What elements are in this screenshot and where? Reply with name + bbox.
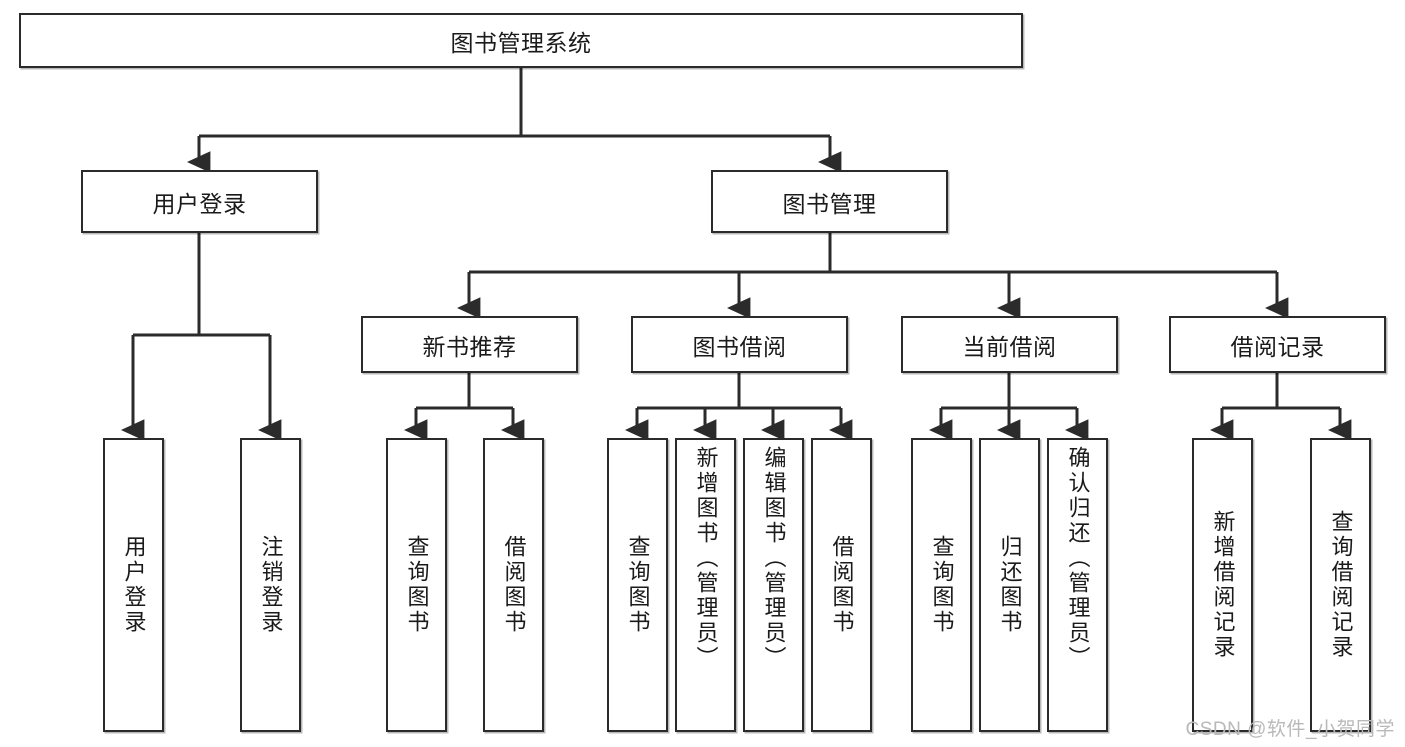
leaf-user-login[interactable]: 用户登录: [103, 438, 164, 732]
node-book-borrow[interactable]: 图书借阅: [631, 316, 848, 373]
leaf-query-book-borrow[interactable]: 查询图书: [607, 438, 668, 732]
leaf-query-book-recommend[interactable]: 查询图书: [386, 438, 447, 732]
leaf-query-book-current[interactable]: 查询图书: [911, 438, 972, 732]
leaf-add-book-admin[interactable]: 新增图书（管理员）: [675, 438, 736, 732]
watermark-text: CSDN @软件_小贺同学: [1185, 719, 1395, 740]
leaf-edit-book-admin[interactable]: 编辑图书（管理员）: [743, 438, 804, 732]
leaf-confirm-return-admin[interactable]: 确认归还（管理员）: [1047, 438, 1108, 732]
node-root-system[interactable]: 图书管理系统: [19, 13, 1023, 68]
node-new-book-recommend[interactable]: 新书推荐: [361, 316, 578, 373]
leaf-add-borrow-record[interactable]: 新增借阅记录: [1192, 438, 1253, 732]
node-current-borrow[interactable]: 当前借阅: [901, 316, 1118, 373]
leaf-return-book[interactable]: 归还图书: [979, 438, 1040, 732]
leaf-query-borrow-record[interactable]: 查询借阅记录: [1310, 438, 1371, 732]
leaf-borrow-book[interactable]: 借阅图书: [811, 438, 872, 732]
leaf-logout-login[interactable]: 注销登录: [240, 438, 301, 732]
node-book-management[interactable]: 图书管理: [711, 170, 948, 233]
node-user-login[interactable]: 用户登录: [81, 170, 318, 233]
node-borrow-record[interactable]: 借阅记录: [1169, 316, 1386, 373]
leaf-borrow-book-recommend[interactable]: 借阅图书: [483, 438, 544, 732]
